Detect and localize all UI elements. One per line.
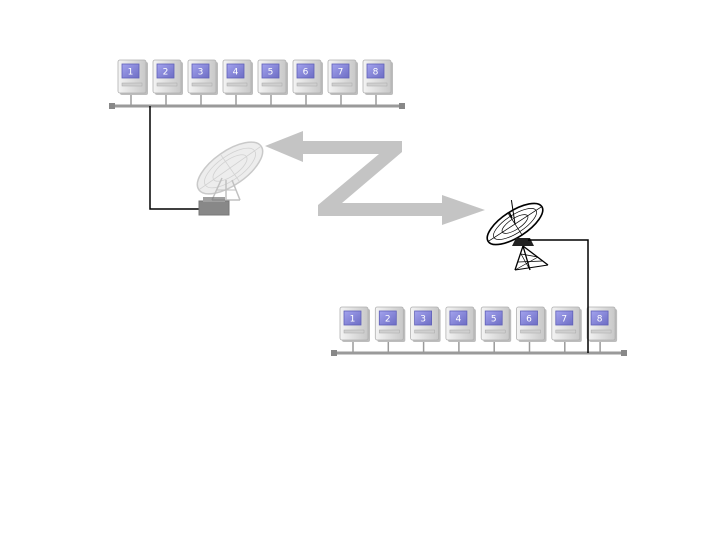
terminal-screen [449, 310, 468, 326]
computer-terminal-icon: 6 [292, 59, 323, 106]
computer-terminal-icon: 5 [257, 59, 288, 106]
terminal-screen [366, 63, 385, 79]
terminal-slot [121, 82, 143, 87]
terminal-number-label: 3 [420, 315, 426, 325]
lan-top-network: 1 2 3 4 5 6 7 8 [109, 59, 405, 109]
computer-terminal-icon: 3 [410, 306, 441, 353]
computer-terminal-icon: 5 [480, 306, 512, 353]
terminal-screen [121, 63, 140, 79]
computer-terminal-icon: 1 [117, 59, 148, 106]
computer-terminal-icon: 4 [445, 306, 476, 353]
terminal-number-label: 4 [233, 68, 239, 78]
terminal-number-label: 6 [526, 315, 532, 325]
terminal-slot [261, 82, 283, 87]
terminal-screen [191, 63, 210, 79]
terminal-screen [296, 63, 315, 79]
computer-terminal-icon: 7 [551, 306, 582, 353]
terminal-number-label: 2 [163, 68, 169, 78]
computer-terminal-icon: 2 [374, 306, 406, 353]
terminal-screen [261, 63, 280, 79]
terminal-slot [366, 82, 388, 87]
terminal-number-label: 3 [198, 68, 204, 78]
terminal-slot [555, 329, 577, 334]
receiver-cable [528, 239, 589, 353]
lan-bottom-bus-end-left [331, 350, 337, 356]
terminal-number-label: 4 [456, 315, 462, 325]
terminal-slot [156, 82, 178, 87]
terminal-number-label: 5 [268, 68, 274, 78]
terminal-screen [331, 63, 350, 79]
satellite-dish-icon [196, 141, 264, 201]
computer-terminal-icon: 1 [339, 306, 370, 353]
terminal-screen [520, 310, 538, 326]
terminal-screen [156, 63, 175, 79]
terminal-slot [226, 82, 248, 87]
terminal-slot [296, 82, 318, 87]
lan-bottom-bus-end-right [621, 350, 627, 356]
terminal-screen [343, 310, 362, 326]
terminal-slot [520, 329, 541, 334]
lan-top-bus-end-left [109, 103, 115, 109]
lan-top-bus-end-right [399, 103, 405, 109]
terminal-screen [226, 63, 245, 79]
terminal-number-label: 1 [350, 315, 356, 325]
terminal-slot [414, 329, 435, 334]
lan-bottom-network: 1 2 3 4 5 6 7 8 [331, 306, 627, 356]
terminal-screen [590, 310, 609, 326]
terminal-number-label: 8 [597, 315, 603, 325]
computer-terminal-icon: 6 [516, 306, 547, 353]
terminal-number-label: 7 [561, 315, 567, 325]
terminal-slot [343, 329, 365, 334]
terminal-screen [555, 310, 574, 326]
terminal-number-label: 7 [338, 68, 344, 78]
computer-terminal-icon: 8 [586, 306, 618, 353]
terminal-slot [379, 329, 400, 334]
terminal-number-label: 2 [385, 315, 391, 325]
computer-terminal-icon: 4 [222, 59, 253, 106]
sender-cable [149, 106, 200, 210]
z-arrow-icon [265, 131, 485, 225]
terminal-number-label: 8 [373, 68, 379, 78]
computer-terminal-icon: 3 [187, 59, 218, 106]
terminal-number-label: 1 [128, 68, 134, 78]
terminal-slot [484, 329, 506, 334]
terminal-screen [484, 310, 503, 326]
modem-top [203, 197, 225, 202]
terminal-screen [378, 310, 397, 326]
terminal-slot [191, 82, 213, 87]
modem-box [198, 200, 230, 216]
terminal-slot [590, 329, 612, 334]
computer-terminal-icon: 7 [327, 59, 358, 106]
terminal-screen [414, 310, 433, 326]
computer-terminal-icon: 8 [362, 59, 393, 106]
terminal-number-label: 5 [491, 315, 497, 325]
satellite-dish-icon [486, 200, 549, 271]
terminal-number-label: 6 [303, 68, 309, 78]
terminal-slot [449, 329, 471, 334]
computer-terminal-icon: 2 [152, 59, 183, 106]
terminal-slot [331, 82, 353, 87]
